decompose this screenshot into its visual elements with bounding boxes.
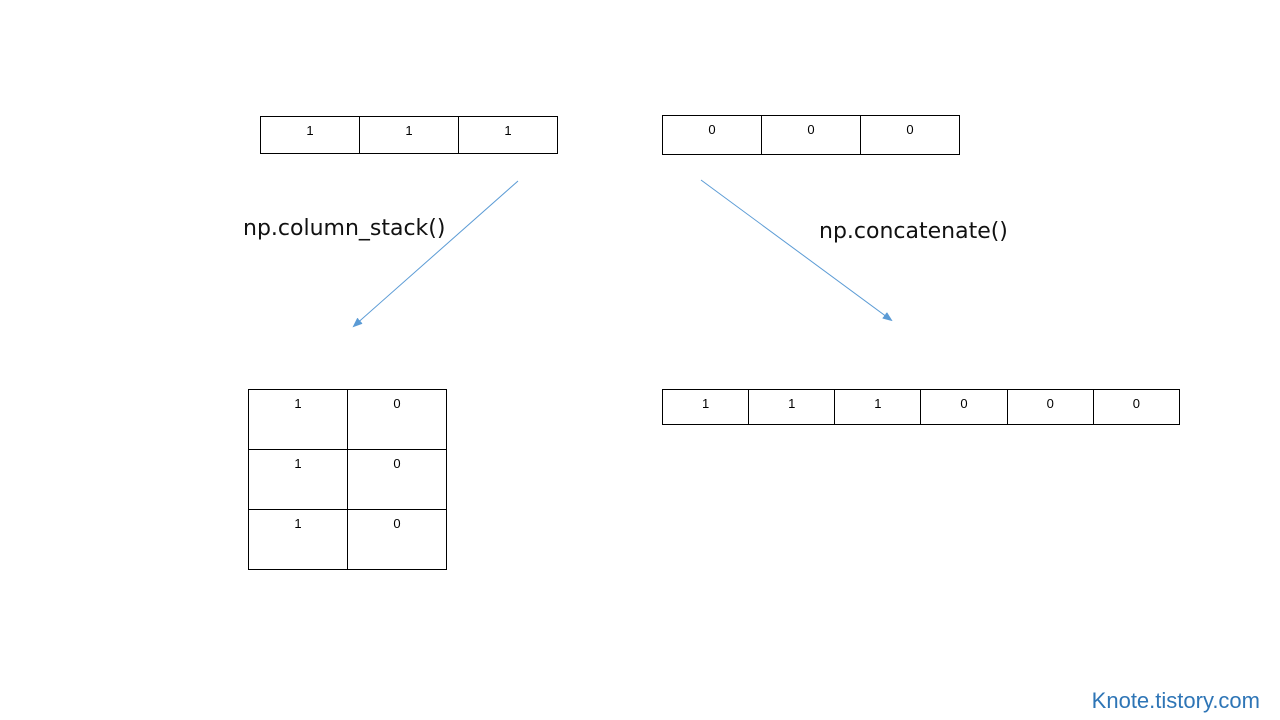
zeros-array-cell: 0: [860, 115, 960, 155]
concatenate-result-row: 1 1 1 0 0 0: [661, 389, 1181, 425]
column-stack-result-table: 1 0 1 0 1 0: [248, 389, 447, 570]
concatenate-result-cell: 1: [661, 389, 750, 425]
column-stack-label: np.column_stack(): [243, 216, 446, 241]
concatenate-result-cell: 1: [834, 389, 922, 425]
column-stack-result-cell: 0: [347, 389, 447, 450]
ones-array-cell: 1: [260, 116, 360, 154]
concatenate-result-cell: 0: [920, 389, 1008, 425]
column-stack-result-cell: 1: [248, 389, 348, 450]
column-stack-result-cell: 0: [347, 449, 447, 510]
concatenate-result-cell: 0: [1006, 389, 1094, 425]
zeros-array: 0 0 0: [662, 115, 960, 155]
column-stack-result-cell: 1: [248, 509, 348, 570]
ones-array-cell: 1: [458, 116, 558, 154]
column-stack-result-cell: 1: [248, 449, 348, 510]
column-stack-result-row: 1 0: [248, 389, 447, 450]
concatenate-result-cell: 0: [1092, 389, 1181, 425]
ones-array-row: 1 1 1: [260, 116, 558, 154]
concatenate-result-cell: 1: [748, 389, 836, 425]
column-stack-result-cell: 0: [347, 509, 447, 570]
column-stack-arrow: [352, 180, 519, 328]
zeros-array-row: 0 0 0: [662, 115, 960, 155]
zeros-array-cell: 0: [761, 115, 861, 155]
watermark-link[interactable]: Knote.tistory.com: [1091, 688, 1260, 713]
zeros-array-cell: 0: [662, 115, 762, 155]
column-stack-result-row: 1 0: [248, 509, 447, 570]
ones-array: 1 1 1: [260, 116, 558, 154]
concatenate-label: np.concatenate(): [819, 219, 1008, 244]
concatenate-arrow: [700, 179, 893, 322]
column-stack-result-row: 1 0: [248, 449, 447, 510]
concatenate-result-array: 1 1 1 0 0 0: [661, 389, 1181, 425]
